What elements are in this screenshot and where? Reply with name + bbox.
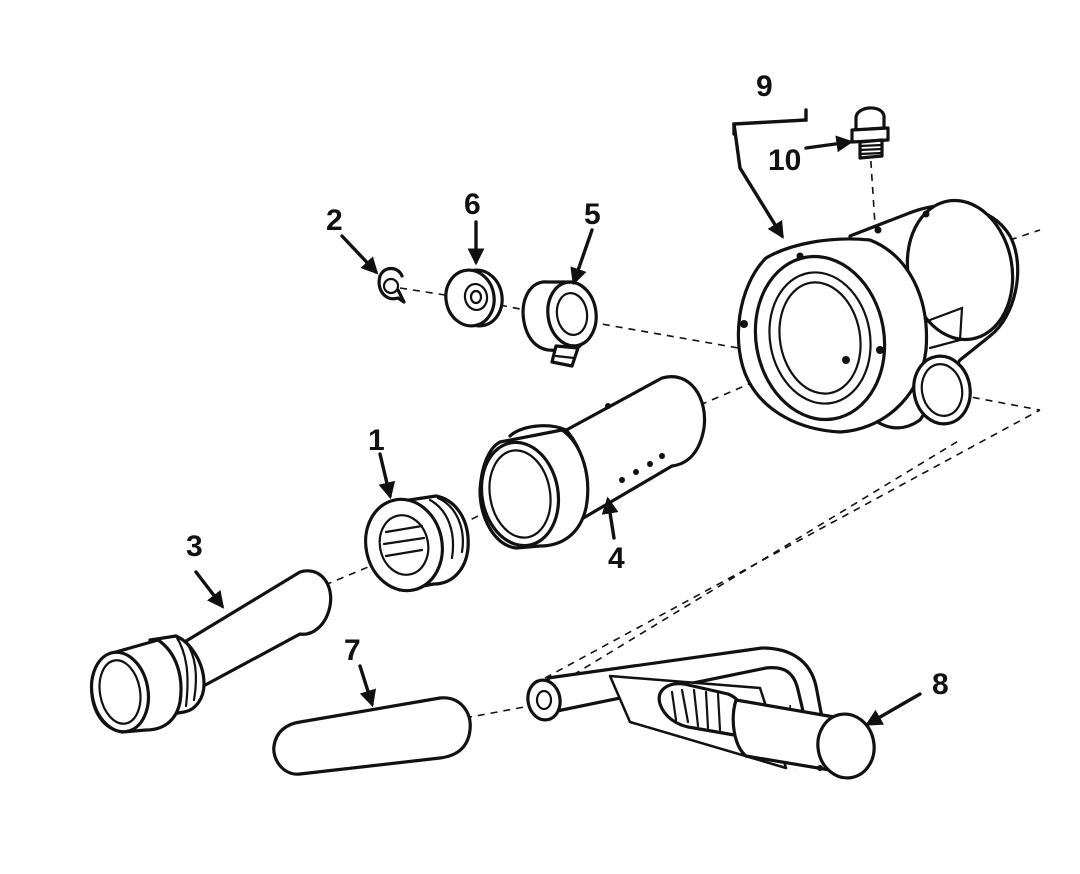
callout-5: 5 <box>584 198 601 231</box>
part-pinion-handle <box>526 646 876 780</box>
part-housing <box>736 198 1020 434</box>
part-threaded-nut <box>364 494 470 593</box>
callout-3: 3 <box>186 530 203 563</box>
callout-arrows <box>194 135 922 726</box>
housing-bracket-leader <box>732 108 808 239</box>
callout-8: 8 <box>932 668 949 701</box>
callout-2: 2 <box>326 204 343 237</box>
callout-1: 1 <box>368 424 385 457</box>
callout-9: 9 <box>756 70 773 103</box>
part-shaft <box>89 569 333 734</box>
part-pin <box>272 696 472 776</box>
part-sleeve <box>478 375 707 550</box>
part-split-bushing <box>521 280 598 368</box>
part-washer <box>444 268 504 328</box>
callout-7: 7 <box>344 634 361 667</box>
part-grease-fitting <box>850 106 890 160</box>
callout-4: 4 <box>608 542 625 575</box>
callout-6: 6 <box>464 188 481 221</box>
part-retaining-ring <box>377 266 406 304</box>
callout-labels: 1 2 3 4 5 6 7 8 9 10 <box>186 70 949 701</box>
callout-10: 10 <box>768 144 801 177</box>
